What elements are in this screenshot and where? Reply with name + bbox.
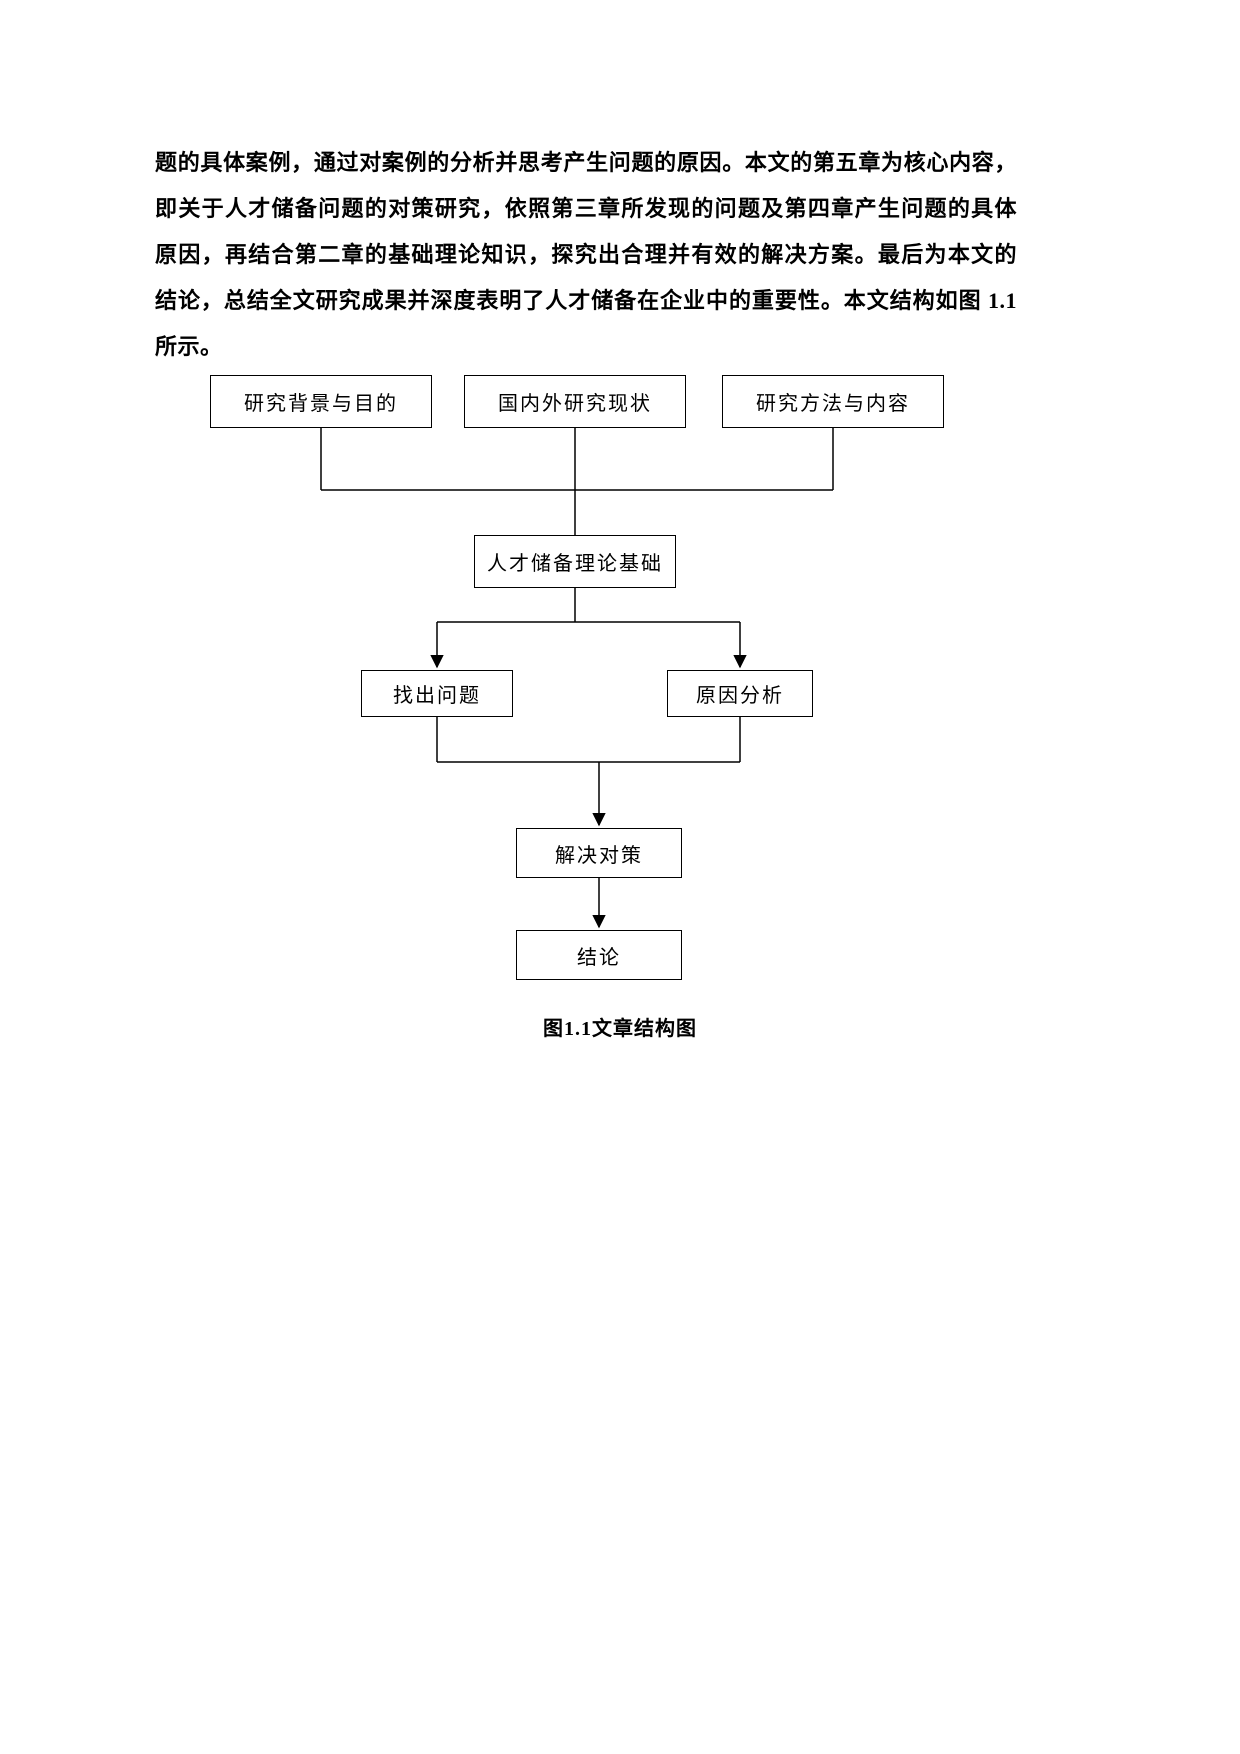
- paragraph-line: 即关于人才储备问题的对策研究，依照第三章所发现的问题及第四章产生问题的具体: [155, 196, 1017, 221]
- paragraph-line: 题的具体案例，通过对案例的分析并思考产生问题的原因。本文的第五章为核心内容，: [155, 150, 1017, 175]
- flowchart-node-research-status: 国内外研究现状: [464, 375, 686, 428]
- flowchart-node-solutions: 解决对策: [516, 828, 682, 878]
- flowchart-node-find-problems: 找出问题: [361, 670, 513, 717]
- flowchart-node-theory-basis: 人才储备理论基础: [474, 535, 676, 588]
- flowchart-node-research-background: 研究背景与目的: [210, 375, 432, 428]
- paragraph-line: 原因，再结合第二章的基础理论知识，探究出合理并有效的解决方案。最后为本文的: [155, 242, 1017, 267]
- flowchart-node-research-methods: 研究方法与内容: [722, 375, 944, 428]
- paragraph-line: 所示。: [155, 334, 223, 359]
- flowchart-node-cause-analysis: 原因分析: [667, 670, 813, 717]
- body-paragraph: 题的具体案例，通过对案例的分析并思考产生问题的原因。本文的第五章为核心内容， 即…: [155, 140, 1017, 370]
- paragraph-line: 结论，总结全文研究成果并深度表明了人才储备在企业中的重要性。本文结构如图 1.1: [155, 288, 1017, 313]
- flowchart-node-conclusion: 结论: [516, 930, 682, 980]
- figure-caption: 图1.1文章结构图: [543, 1018, 697, 1040]
